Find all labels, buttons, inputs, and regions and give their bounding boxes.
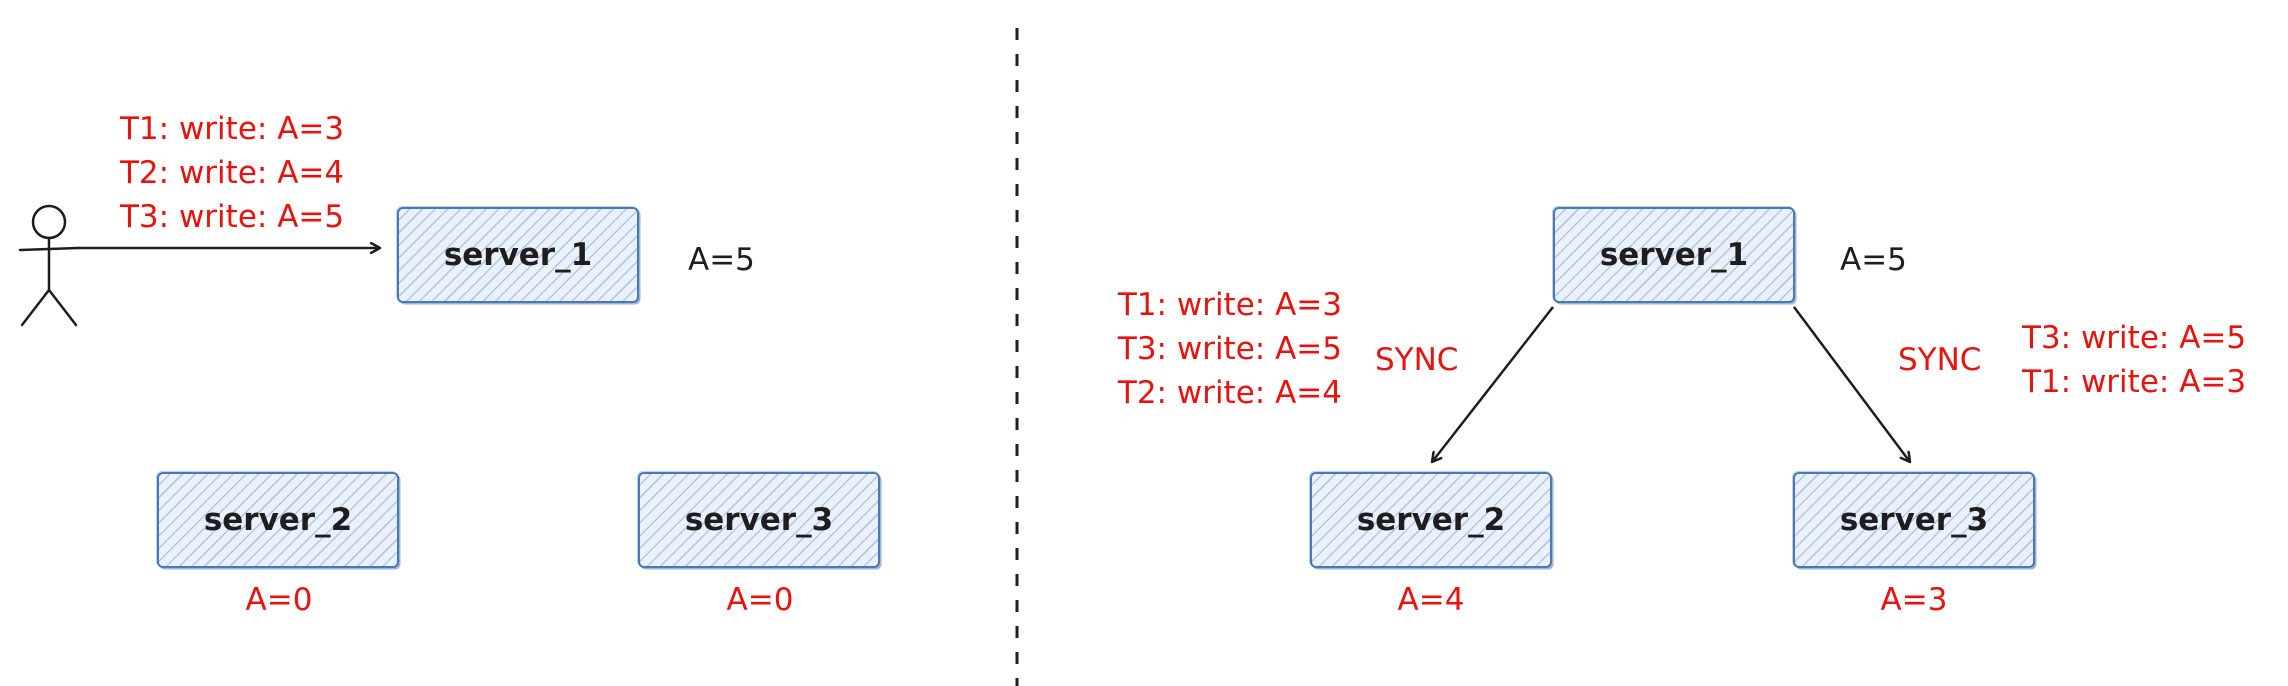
- left-server-3-value: A=0: [726, 582, 794, 618]
- sync-label-left: SYNC: [1375, 342, 1459, 378]
- server-3-log-line-1: T3: write: A=5: [2022, 320, 2247, 356]
- left-server-2-label: server_2: [203, 502, 353, 538]
- server-2-log-line-3: T2: write: A=4: [1117, 375, 1342, 411]
- left-server-1-box: server_1: [397, 207, 639, 303]
- left-write-1: T1: write: A=3: [120, 111, 345, 147]
- server-2-log-line-2: T3: write: A=5: [1117, 331, 1342, 367]
- left-write-2: T2: write: A=4: [120, 155, 345, 191]
- left-server-2-box: server_2: [157, 472, 399, 568]
- right-server-1-box: server_1: [1553, 207, 1795, 303]
- sync-arrow-to-server-3: [1792, 306, 1910, 462]
- right-server-2-value: A=4: [1397, 582, 1465, 618]
- sync-arrow-to-server-2: [1432, 306, 1554, 462]
- left-server-1-label: server_1: [443, 237, 593, 273]
- right-server-3-value: A=3: [1880, 582, 1948, 618]
- right-server-1-label: server_1: [1599, 237, 1749, 273]
- left-server-3-label: server_3: [684, 502, 834, 538]
- right-server-3-box: server_3: [1793, 472, 2035, 568]
- left-server-2-value: A=0: [245, 582, 313, 618]
- right-server-2-label: server_2: [1356, 502, 1506, 538]
- left-server-1-value: A=5: [688, 242, 755, 278]
- right-server-2-box: server_2: [1310, 472, 1552, 568]
- right-server-3-label: server_3: [1839, 502, 1989, 538]
- sync-label-right: SYNC: [1898, 342, 1982, 378]
- right-server-1-value: A=5: [1840, 242, 1907, 278]
- left-write-3: T3: write: A=5: [120, 199, 345, 235]
- left-server-3-box: server_3: [638, 472, 880, 568]
- user-icon: [18, 204, 80, 327]
- server-3-log-line-2: T1: write: A=3: [2022, 364, 2247, 400]
- server-2-log-line-1: T1: write: A=3: [1117, 287, 1342, 323]
